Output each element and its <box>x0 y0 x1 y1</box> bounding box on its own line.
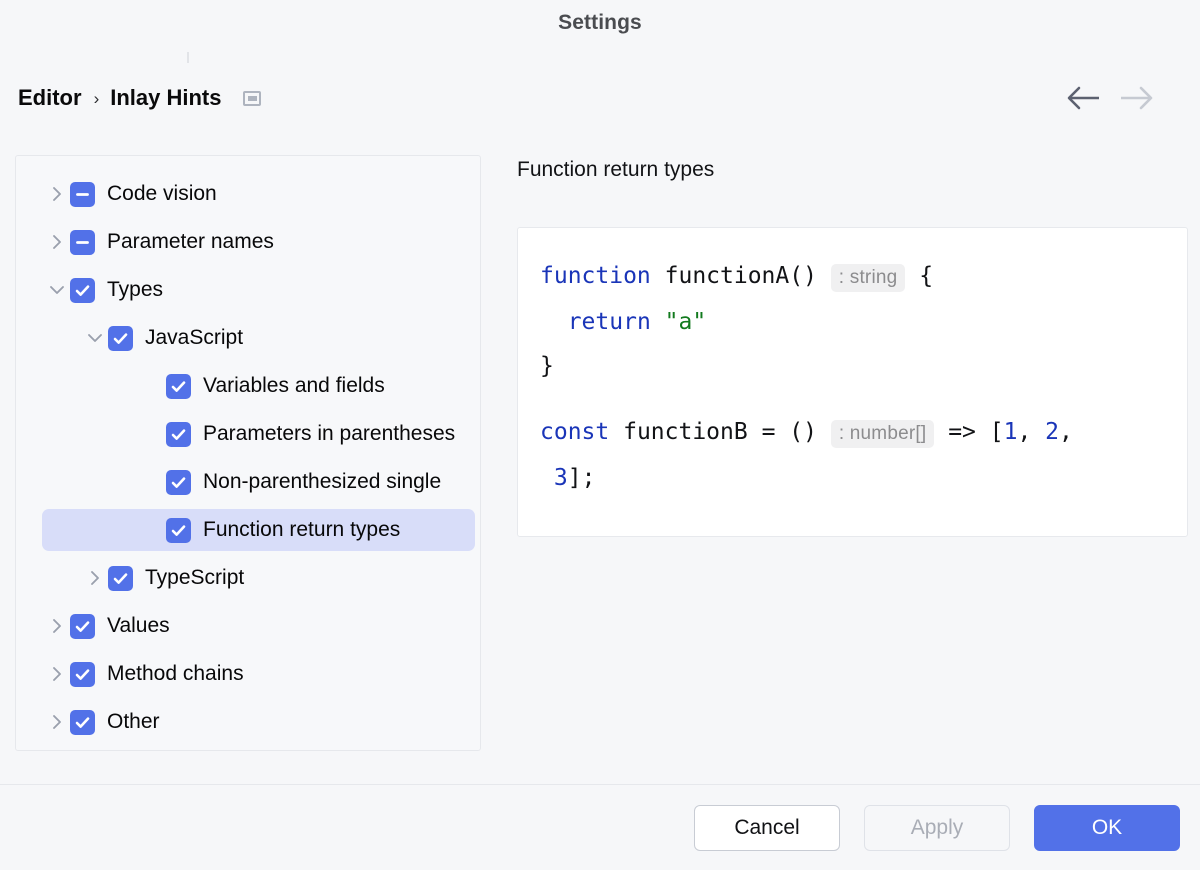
chevron-right-icon[interactable] <box>44 661 70 687</box>
tree-item-label: TypeScript <box>145 566 245 589</box>
tree-item-typescript[interactable]: TypeScript <box>16 554 480 602</box>
cancel-button[interactable]: Cancel <box>694 804 840 851</box>
checkbox-checked[interactable] <box>70 661 95 687</box>
inlay-hint-chip: : number[] <box>830 420 935 448</box>
code-line: } <box>540 344 1165 388</box>
code-number: 1 <box>1003 419 1018 445</box>
tree-item-label: Types <box>107 278 164 301</box>
chevron-placeholder <box>140 373 166 399</box>
tree-item-types[interactable]: Types <box>16 266 480 314</box>
code-line: function functionA() : string { <box>540 254 1165 300</box>
code-string: "a" <box>664 309 707 335</box>
tree-item-other[interactable]: Other <box>16 698 480 746</box>
breadcrumb-root[interactable]: Editor <box>18 85 82 110</box>
tree-item-label: Variables and fields <box>203 374 385 397</box>
inlay-hint-chip: : string <box>830 264 906 292</box>
tree-item-function-return-types[interactable]: Function return types <box>16 506 480 554</box>
checkbox-checked[interactable] <box>70 277 95 303</box>
chevron-right-icon[interactable] <box>82 565 108 591</box>
checkbox-checked[interactable] <box>166 373 191 399</box>
checkbox-checked[interactable] <box>108 565 133 591</box>
code-keyword: const <box>540 419 610 445</box>
arrow-right-icon <box>1120 82 1154 114</box>
tree-item-non-parenthesized-single[interactable]: Non-parenthesized single <box>16 458 480 506</box>
tree-item-parameter-names[interactable]: Parameter names <box>16 218 480 266</box>
chevron-right-icon[interactable] <box>44 229 70 255</box>
chevron-right-icon[interactable] <box>44 709 70 735</box>
arrow-left-icon[interactable] <box>1066 82 1100 114</box>
chevron-placeholder <box>140 469 166 495</box>
tree-item-variables-and-fields[interactable]: Variables and fields <box>16 362 480 410</box>
code-text: => [ <box>934 419 1004 445</box>
ok-button[interactable]: OK <box>1034 804 1180 851</box>
tree-item-label: JavaScript <box>145 326 244 349</box>
code-number: 2 <box>1045 419 1060 445</box>
tree-item-label: Function return types <box>203 518 401 541</box>
window-icon[interactable] <box>243 90 262 106</box>
footer-divider <box>0 784 1200 785</box>
tree-item-label: Code vision <box>107 182 217 205</box>
code-text: ]; <box>567 465 596 491</box>
tree-item-code-vision[interactable]: Code vision <box>16 170 480 218</box>
dialog-footer: Cancel Apply OK <box>0 785 1200 870</box>
checkbox-indeterminate[interactable] <box>70 229 95 255</box>
apply-button[interactable]: Apply <box>864 804 1010 851</box>
chevron-down-icon[interactable] <box>44 277 70 303</box>
breadcrumb: Editor › Inlay Hints <box>18 80 262 116</box>
code-blank-line <box>540 388 1165 410</box>
checkbox-checked[interactable] <box>166 421 191 447</box>
code-text: functionA() <box>650 263 831 289</box>
window-title: Settings <box>558 11 642 34</box>
tree-item-parameters-in-parentheses[interactable]: Parameters in parentheses <box>16 410 480 458</box>
tree-item-method-chains[interactable]: Method chains <box>16 650 480 698</box>
checkbox-checked[interactable] <box>108 325 133 351</box>
chevron-right-icon[interactable] <box>44 613 70 639</box>
code-text: functionB = () <box>609 419 831 445</box>
navigation-arrows <box>1066 82 1154 114</box>
checkbox-checked[interactable] <box>166 469 191 495</box>
tree-item-label: Values <box>107 614 170 637</box>
tree-item-label: Other <box>107 710 160 733</box>
breadcrumb-separator: › <box>93 88 100 108</box>
checkbox-checked[interactable] <box>166 517 191 543</box>
tree-item-javascript[interactable]: JavaScript <box>16 314 480 362</box>
code-text: , <box>1059 419 1073 445</box>
code-text: } <box>540 353 554 379</box>
tree-item-label: Method chains <box>107 662 244 685</box>
tree-item-label: Parameter names <box>107 230 274 253</box>
chevron-right-icon[interactable] <box>44 181 70 207</box>
code-line: 3]; <box>540 456 1165 500</box>
code-text: , <box>1017 419 1046 445</box>
code-line: const functionB = () : number[] => [1, 2… <box>540 410 1165 456</box>
tree-item-label: Parameters in parentheses <box>203 422 456 445</box>
code-line: return "a" <box>540 300 1165 344</box>
tree-item-label: Non-parenthesized single <box>203 470 442 493</box>
code-number: 3 <box>553 465 568 491</box>
code-keyword: function <box>540 263 651 289</box>
chevron-placeholder <box>140 421 166 447</box>
code-keyword: return <box>567 309 651 335</box>
tree-item-values[interactable]: Values <box>16 602 480 650</box>
code-text: { <box>905 263 934 289</box>
detail-title: Function return types <box>517 158 715 181</box>
tick-mark <box>187 52 189 63</box>
chevron-down-icon[interactable] <box>82 325 108 351</box>
code-space <box>651 309 665 335</box>
code-preview-panel: function functionA() : string { return "… <box>517 227 1188 537</box>
code-indent <box>540 309 568 335</box>
checkbox-checked[interactable] <box>70 709 95 735</box>
checkbox-indeterminate[interactable] <box>70 181 95 207</box>
chevron-placeholder <box>140 517 166 543</box>
code-indent <box>540 465 554 491</box>
breadcrumb-current: Inlay Hints <box>110 85 222 110</box>
checkbox-checked[interactable] <box>70 613 95 639</box>
